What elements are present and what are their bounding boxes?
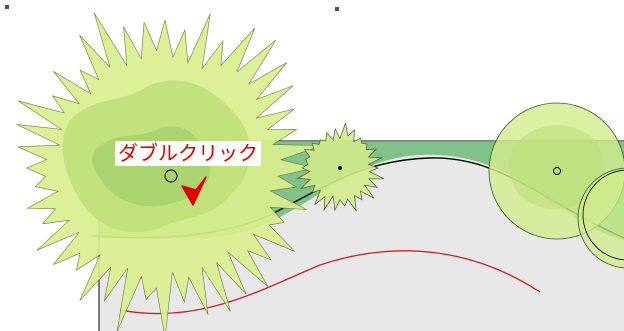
spiky-tree-symbol[interactable]: [16, 12, 322, 331]
small-tree-symbol[interactable]: [296, 121, 385, 212]
selection-handle[interactable]: [5, 5, 9, 9]
check-mark-icon: [181, 176, 207, 206]
red-curve-line[interactable]: [119, 250, 541, 315]
selection-handle[interactable]: [335, 7, 339, 11]
tree-center-marker: [164, 169, 178, 183]
double-click-annotation: ダブルクリック: [115, 141, 261, 166]
round-tree-symbol[interactable]: [577, 167, 624, 269]
